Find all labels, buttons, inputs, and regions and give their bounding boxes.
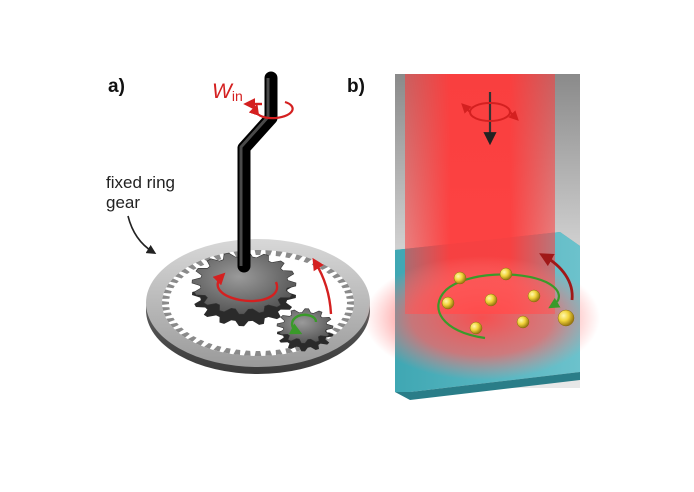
particle-orbit-arrow <box>437 273 561 340</box>
ring-gear-tooth <box>174 327 184 333</box>
planet-orbit-arrow <box>312 257 333 315</box>
ring-gear-tooth <box>285 252 293 259</box>
ring-gear-tooth <box>254 250 262 256</box>
ring-gear-tooth <box>285 347 293 354</box>
ring-gear-tooth <box>195 339 205 346</box>
planet-gear-face <box>276 308 334 344</box>
work-subscript: in <box>232 88 243 104</box>
ring-gear-tooth <box>162 295 170 299</box>
beam-polarization-symbol <box>461 92 519 146</box>
ring-annotation-line2: gear <box>106 193 140 212</box>
particle <box>484 293 498 307</box>
particle <box>453 271 467 285</box>
ring-gear-tooth <box>170 278 179 284</box>
particle <box>499 267 513 281</box>
ring-gear-tooth <box>233 349 241 356</box>
ring-gear-tooth <box>332 273 342 279</box>
particles <box>441 267 575 335</box>
particle <box>557 309 575 327</box>
ring-gear-tooth <box>195 260 205 267</box>
ring-gear-tooth <box>346 301 354 305</box>
ring-gear-tooth <box>344 312 353 317</box>
ring-gear-tooth <box>275 250 283 257</box>
ring-annotation: fixed ring gear <box>106 173 175 255</box>
ring-gear-tooth <box>180 331 190 338</box>
ring-gear-tooth <box>162 301 170 305</box>
ring-gear-tooth <box>166 317 175 323</box>
beam-spot <box>364 256 600 380</box>
sun-gear-face <box>191 251 297 315</box>
ring-gear-tooth <box>303 257 312 263</box>
ring-gear-tooth <box>243 350 251 356</box>
ring-annotation-arrow <box>127 215 157 255</box>
particle <box>469 321 483 335</box>
ring-gear-tooth <box>163 289 172 294</box>
planet-rotation-arrow <box>288 313 318 335</box>
particle <box>516 315 530 329</box>
ring-gear-tooth <box>223 347 231 354</box>
ring-gear-tooth <box>337 322 346 328</box>
ring-gear-tooth <box>170 322 179 328</box>
ring-gear-tooth <box>337 278 346 284</box>
ring-gear-tooth <box>162 307 170 311</box>
sun-rotation-arrow <box>212 272 279 303</box>
ring-gear-tooth <box>265 250 273 256</box>
ring-gear-tooth <box>174 273 184 279</box>
ring-gear-tooth <box>180 268 190 275</box>
particle-drift-arrow <box>539 253 574 301</box>
panel-a-label: a) <box>108 76 125 97</box>
drive-shaft <box>237 71 278 273</box>
panel-b-label: b) <box>347 76 365 97</box>
panel-a: a) fixed ring gear <box>106 71 370 374</box>
input-torque-arrow <box>248 100 294 120</box>
ring-gear-tooth <box>294 345 303 352</box>
particle <box>441 296 455 310</box>
ring-gear-tooth <box>254 350 262 356</box>
ring-gear-tooth <box>346 295 354 299</box>
ring-gear-tooth <box>275 349 283 356</box>
ring-annotation-line1: fixed ring <box>106 173 175 192</box>
ring-gear-tooth <box>187 264 197 270</box>
ring-gear-tooth <box>187 336 197 342</box>
ring-gear-tooth <box>344 289 353 294</box>
ring-gear-tooth <box>265 350 273 356</box>
ring-gear-tooth <box>341 317 350 323</box>
ring-gear-tooth <box>166 283 175 289</box>
panel-b: b) <box>347 74 600 400</box>
ring-gear-tooth <box>346 307 354 311</box>
work-input-label: Win <box>212 80 243 104</box>
work-symbol: W <box>212 80 234 103</box>
ring-gear-tooth <box>204 343 213 349</box>
ring-gear-tooth <box>332 327 342 333</box>
ring-gear-tooth <box>326 268 336 275</box>
ring-gear-tooth <box>213 254 222 261</box>
ring-gear-tooth <box>163 312 172 317</box>
particle <box>527 289 541 303</box>
ring-gear-tooth <box>294 254 303 261</box>
ring-gear-tooth <box>213 345 222 352</box>
ring-gear-tooth <box>341 283 350 289</box>
